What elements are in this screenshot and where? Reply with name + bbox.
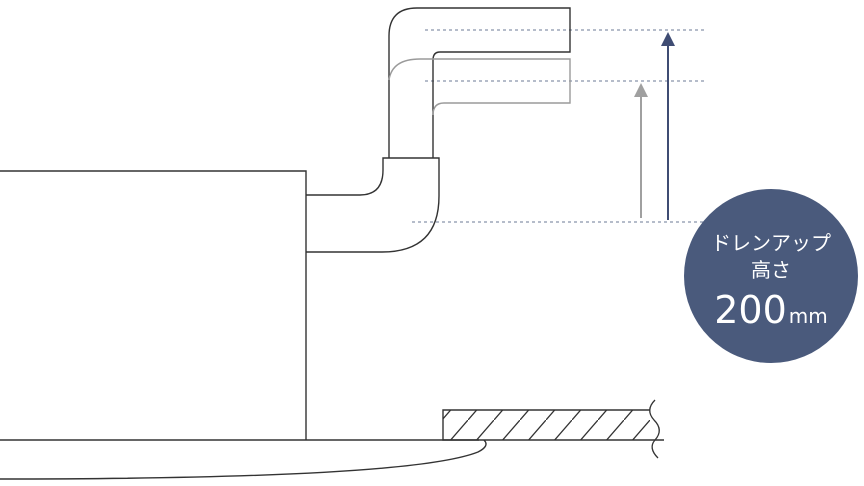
break-mark bbox=[649, 399, 660, 459]
indoor-unit-box bbox=[0, 170, 307, 440]
ceiling-board-outline bbox=[442, 409, 664, 441]
drain-pipe-raised bbox=[388, 7, 571, 158]
ceiling-board-hatched bbox=[443, 410, 650, 440]
badge-value-unit: mm bbox=[789, 304, 828, 328]
badge-label-line1: ドレンアップ bbox=[711, 231, 831, 255]
badge-label-line2: 高さ bbox=[751, 258, 791, 282]
badge-value-number: 200 bbox=[714, 288, 787, 332]
badge-circle bbox=[684, 189, 858, 363]
drain-up-arrowhead-secondary bbox=[634, 83, 648, 97]
drain-up-arrowhead-main bbox=[661, 32, 675, 46]
drain-pipe-lowered bbox=[388, 58, 571, 116]
ceiling-panel-curve bbox=[0, 439, 487, 480]
drain-pipe-elbow bbox=[306, 157, 440, 253]
